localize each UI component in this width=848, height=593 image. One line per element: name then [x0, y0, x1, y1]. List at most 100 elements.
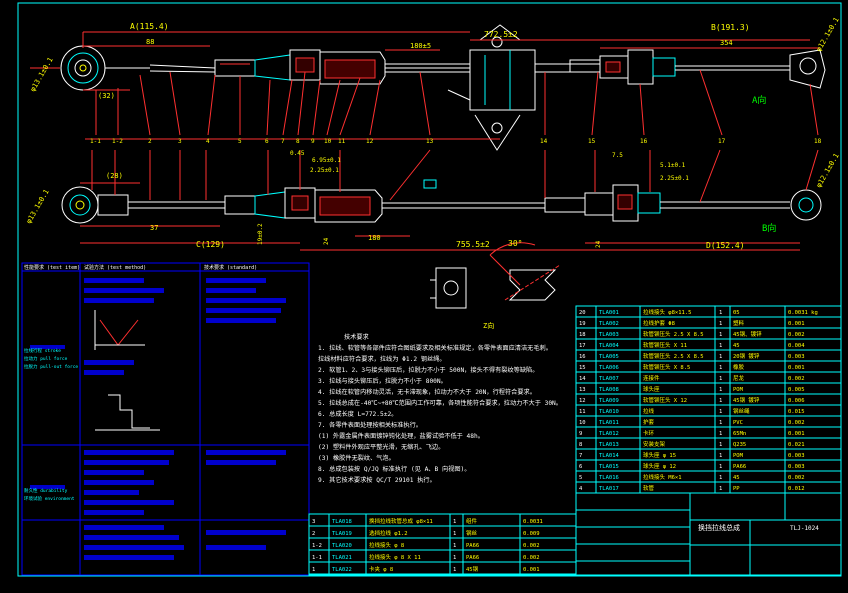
bom-cell: 0.003 [788, 464, 805, 470]
bom-cell: 10 [579, 420, 586, 426]
bom-cell: 8 [579, 442, 582, 448]
dim-88: 88 [146, 38, 154, 46]
dim-b-top: B(191.3) [711, 23, 750, 32]
balloon-row-top: 1-1 1-2 2 3 4 5 6 7 8 9 10 11 12 13 14 1… [90, 138, 822, 145]
bom-cell: 11 [579, 409, 586, 415]
balloon: 15 [588, 138, 596, 145]
bom-cell: TLA015 [599, 464, 619, 470]
top-assembly [30, 24, 826, 151]
note-line: 拉线材料应符合要求，拉线为 Φ1.2 钢丝绳。 [318, 356, 446, 363]
bom-cell: PP [733, 486, 740, 492]
bom-cell: 0.002 [788, 475, 805, 481]
bottom-assembly [61, 149, 822, 251]
bom-cell: 0.0031 kg [788, 310, 818, 316]
bom-cell: 钢丝 [466, 529, 478, 537]
dim-225r: 2.25±0.1 [660, 175, 689, 182]
bom-cell: 2 [312, 531, 315, 537]
dim-51: 5.1±0.1 [660, 162, 686, 169]
bom-cell: 1 [453, 555, 456, 561]
bom-cell: 1 [719, 354, 722, 360]
bom-cell: TLA012 [599, 431, 619, 437]
bom-cell: TLA010 [599, 409, 619, 415]
bom-cell: 尼龙 [733, 374, 745, 382]
left-table-row: 拉脱力 pull-out force [24, 363, 78, 370]
bom-cell: 连接件 [643, 374, 660, 382]
left-table-row: 拉动力 pull force [24, 355, 68, 362]
bom-cell: 组件 [466, 517, 478, 525]
balloon: 1-1 [90, 138, 101, 145]
note-line: 3. 拉线与接头铆压后，拉脱力不小于 800N。 [318, 378, 447, 385]
note-line: 7. 各零件表面处理按相关标准执行。 [318, 422, 422, 429]
bom-cell: 软管铆压头 X 12 [643, 396, 687, 404]
note-line: 5. 拉线总成在-40℃~+80℃范围内工作可靠，各项性能符合要求，拉动力不大于… [318, 400, 562, 407]
dim-d-bot: D(152.4) [706, 241, 745, 250]
bom-cell: 拉线 [643, 407, 655, 415]
detail-z-label: Z向 [483, 321, 494, 330]
detail-z [430, 242, 561, 309]
dim-225: 2.25±0.1 [310, 167, 339, 174]
bom-cell: 0.002 [788, 420, 805, 426]
bom-cell: 1 [453, 519, 456, 525]
bom-cell: TLA003 [599, 332, 619, 338]
bom-cell: 1 [719, 442, 722, 448]
dim-180b: 180 [368, 234, 381, 242]
bom-right-grid [575, 305, 842, 494]
left-table-row: 耐久性 durability [24, 487, 68, 494]
bom-cell: 0.001 [788, 321, 805, 327]
bom-cell: 球头座 [643, 385, 660, 393]
bom-cell: 拉线接头 M6×1 [643, 473, 682, 481]
bom-cell: 0.002 [523, 555, 540, 561]
angle-30: 30° [508, 239, 522, 248]
bom-cell: 软管铆压头 2.5 X 8.5 [643, 352, 704, 360]
bom-cell: 1 [719, 464, 722, 470]
bom-cell: TLA001 [599, 310, 619, 316]
bom-cell: 0.009 [523, 531, 540, 537]
note-line: 1. 拉线、软管等各部件应符合图纸要求及相关标准规定，各零件表面应清洁无毛刺。 [318, 345, 552, 352]
bom-cell: 0.005 [788, 387, 805, 393]
bom-cell: 13 [579, 387, 586, 393]
bom-cell: TLA020 [332, 543, 352, 549]
note-line: (1) 外露金属件表面镀锌钝化处理，盐雾试验不低于 48h。 [318, 433, 484, 440]
bom-cell: 14 [579, 376, 586, 382]
note-line: 9. 其它技术要求按 QC/T 29101 执行。 [318, 477, 436, 484]
balloon: 10 [324, 138, 332, 145]
bom-cell: POM [733, 387, 744, 393]
bom-cell: PA66 [466, 555, 479, 561]
dim-total-top: 772.5±2 [484, 30, 518, 39]
bom-cell: 9 [579, 431, 582, 437]
balloon: 18 [814, 138, 822, 145]
balloon: 12 [366, 138, 374, 145]
bom-cell: 0.001 [788, 431, 805, 437]
bom-cell: 1 [719, 376, 722, 382]
dim-24b: 24 [595, 240, 602, 248]
bom-cell: TLA016 [599, 475, 619, 481]
bom-cell: 橡胶 [733, 363, 745, 371]
bom-cell: TLA006 [599, 365, 619, 371]
view-label-c: B向 [762, 222, 776, 234]
bom-cell: 安装支架 [643, 440, 666, 448]
bom-cell: 0.004 [788, 343, 805, 349]
left-table-header-2: 试验方法 (test method) [84, 264, 146, 271]
bom-cell: 0.003 [788, 354, 805, 360]
bom-cell: 0.002 [788, 332, 805, 338]
bom-cell: 0.001 [523, 567, 540, 573]
bom-cell: 软管铆压头 X 11 [643, 341, 687, 349]
balloon: 9 [311, 138, 315, 145]
view-label-a: A向 [752, 94, 766, 106]
drawing-border [17, 2, 842, 577]
bom-cell: 1 [453, 531, 456, 537]
bom-cell: 7 [579, 453, 582, 459]
bom-cell: PA66 [733, 464, 746, 470]
bom-cell: 钢丝绳 [733, 407, 750, 415]
title-block-title: 换挡拉线总成 [698, 523, 740, 532]
bom-cell: 1 [719, 486, 722, 492]
bom-cell: Q235 [733, 442, 746, 448]
note-line: (3) 橡胶件无裂纹、气泡。 [318, 455, 395, 462]
bom-cell: POM [733, 453, 744, 459]
balloon: 17 [718, 138, 726, 145]
bom-cell: 20 [579, 310, 586, 316]
bom-cell: 1 [719, 409, 722, 415]
technical-notes: 技术要求 1. 拉线、软管等各部件应符合图纸要求及相关标准规定，各零件表面应清洁… [318, 332, 573, 486]
bom-cell: 1 [719, 431, 722, 437]
bom-cell: 1 [719, 365, 722, 371]
